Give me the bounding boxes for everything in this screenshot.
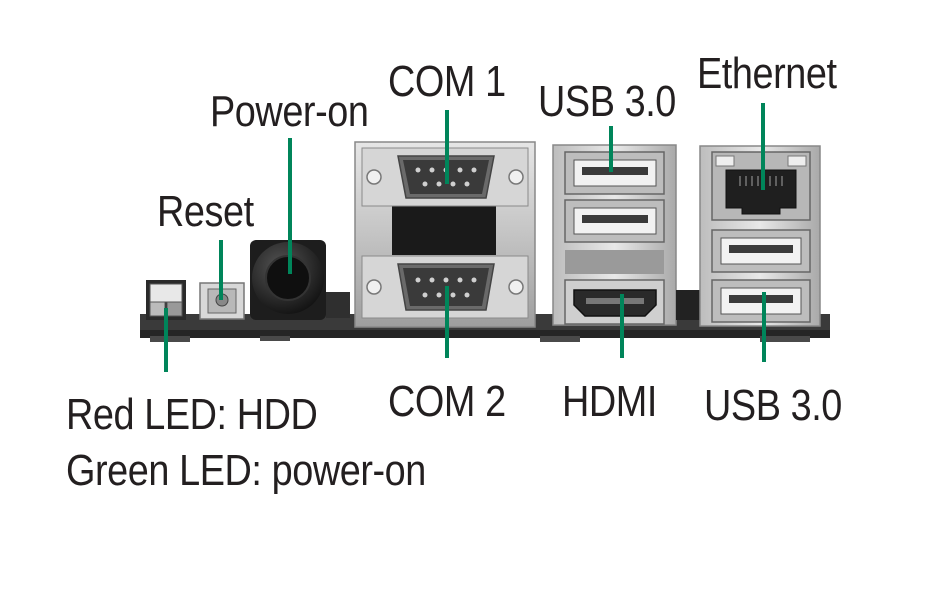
- usb-hdmi-stack: [552, 144, 702, 326]
- power-button: [250, 240, 350, 320]
- label-usb-top: USB 3.0: [538, 77, 676, 126]
- label-hdmi: HDMI: [562, 377, 657, 426]
- label-com1: COM 1: [388, 57, 506, 106]
- label-usb-bottom: USB 3.0: [704, 381, 842, 430]
- label-led-green: Green LED: power-on: [66, 446, 426, 495]
- leader-lines: [164, 103, 766, 372]
- label-ethernet: Ethernet: [697, 49, 837, 98]
- label-com2: COM 2: [388, 377, 506, 426]
- label-led-red: Red LED: HDD: [66, 390, 318, 439]
- ethernet-usb-stack: [699, 145, 821, 327]
- label-reset: Reset: [157, 187, 254, 236]
- label-power-on: Power-on: [210, 87, 369, 136]
